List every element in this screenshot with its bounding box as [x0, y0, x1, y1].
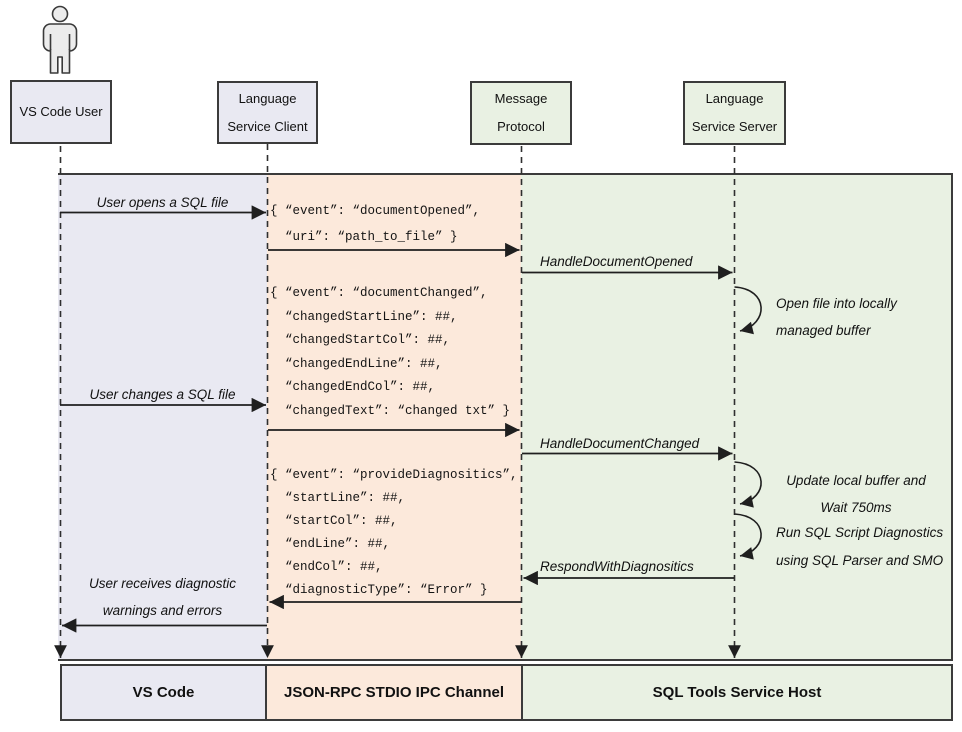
json-line: { “event”: “documentOpened”, [270, 204, 481, 218]
label-handle-document-changed: HandleDocumentChanged [540, 436, 700, 451]
label-user-opens-file: User opens a SQL file [96, 195, 229, 210]
note-run-line1: Run SQL Script Diagnostics [776, 525, 944, 540]
footer-box-jsonrpc-channel: JSON-RPC STDIO IPC Channel [265, 664, 523, 721]
actor-label-server-line2: Service Server [691, 119, 778, 134]
json-line: { “event”: “provideDiagnositics”, [270, 468, 518, 482]
json-line: “startCol”: ##, [270, 514, 398, 528]
label-user-receives-line2: warnings and errors [102, 603, 223, 618]
note-run-line2: using SQL Parser and SMO [776, 553, 944, 568]
user-person-icon [42, 5, 78, 74]
note-update-line1: Update local buffer and [786, 473, 926, 488]
footer-box-sql-tools-host: SQL Tools Service Host [521, 664, 953, 721]
json-line: “diagnosticType”: “Error” } [270, 583, 488, 597]
label-user-receives-diagnostics: User receives diagnostic warnings and er… [58, 570, 267, 624]
json-line: “startLine”: ##, [270, 491, 406, 505]
actor-label-protocol-line1: Message [494, 91, 548, 106]
footer-label-vscode: VS Code [132, 684, 195, 701]
json-line: “endLine”: ##, [270, 537, 391, 551]
json-line: “changedText”: “changed txt” } [270, 403, 511, 418]
footer-label-sql-tools-host: SQL Tools Service Host [652, 684, 822, 701]
json-line: “uri”: “path_to_file” } [270, 230, 458, 244]
json-line: { “event”: “documentChanged”, [270, 286, 488, 300]
note-update-line2: Wait 750ms [820, 500, 892, 515]
actor-box-language-service-server: Language Service Server [683, 81, 786, 145]
json-line: “changedEndLine”: ##, [270, 356, 443, 371]
actor-label-client-line1: Language [238, 90, 297, 106]
actor-box-vscode-user: VS Code User [10, 80, 112, 144]
note-run-diagnostics: Run SQL Script Diagnostics using SQL Par… [776, 519, 943, 575]
actor-label-server-line1: Language [705, 91, 764, 106]
json-line: “changedStartLine”: ##, [270, 309, 458, 324]
footer-box-vscode: VS Code [60, 664, 267, 721]
lane-ipc-channel [267, 175, 521, 659]
actor-label-client-line2: Service Client [227, 118, 308, 134]
json-block-document-changed: { “event”: “documentChanged”, “changedSt… [270, 282, 510, 423]
json-line: “endCol”: ##, [270, 560, 383, 574]
actor-label-protocol-line2: Protocol [497, 119, 545, 134]
label-respond-with-diagnostics: RespondWithDiagnositics [540, 559, 694, 574]
lane-service-host [521, 175, 951, 659]
actor-box-language-service-client: Language Service Client [217, 81, 318, 144]
label-handle-document-opened: HandleDocumentOpened [540, 254, 693, 269]
json-line: “changedEndCol”: ##, [270, 380, 436, 394]
note-open-file-buffer: Open file into locally managed buffer [776, 290, 897, 344]
actor-label-vscode-user: VS Code User [19, 104, 103, 119]
actor-box-message-protocol: Message Protocol [470, 81, 572, 145]
json-block-document-opened: { “event”: “documentOpened”, “uri”: “pat… [270, 198, 480, 250]
note-update-buffer: Update local buffer and Wait 750ms [776, 467, 936, 521]
lane-vscode [58, 175, 267, 659]
json-line: “changedStartCol”: ##, [270, 333, 451, 347]
label-user-changes-file: User changes a SQL file [89, 387, 236, 402]
json-block-provide-diagnostics: { “event”: “provideDiagnositics”, “start… [270, 464, 518, 602]
label-user-receives-line1: User receives diagnostic [88, 576, 237, 591]
note-open-file-line2: managed buffer [776, 323, 871, 338]
note-open-file-line1: Open file into locally [776, 296, 897, 311]
footer-label-jsonrpc-channel: JSON-RPC STDIO IPC Channel [283, 684, 505, 701]
